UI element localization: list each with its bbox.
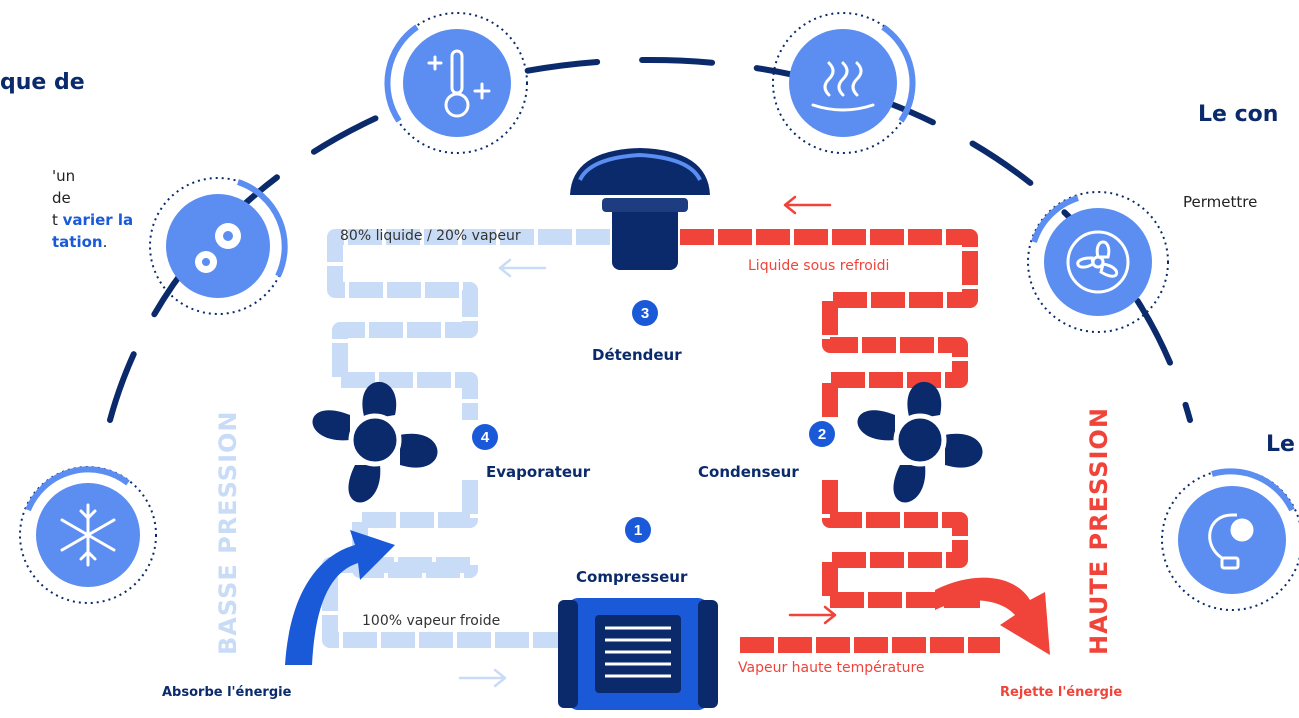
badge-3-number: 3	[641, 305, 649, 322]
heat-waves-icon	[811, 61, 875, 112]
gears-icon	[195, 223, 241, 273]
low-pressure-label: BASSE PRESSION	[214, 410, 242, 655]
icon-gears	[149, 177, 288, 315]
condenser-fan	[857, 381, 983, 503]
arrow-right-red	[788, 605, 837, 625]
badge-3	[632, 300, 658, 326]
step-1-name: Compresseur	[576, 568, 688, 586]
left-panel-body-line3-plain: t	[52, 211, 63, 229]
left-panel-body-line4-plain: .	[102, 233, 108, 251]
thermometer-snow-icon	[427, 49, 491, 118]
arrow-left-light	[498, 258, 547, 278]
label-top-right: Liquide sous refroidi	[748, 258, 890, 274]
absorb-arrow	[285, 530, 395, 665]
badge-4-number: 4	[481, 429, 490, 446]
icon-heat	[772, 12, 916, 154]
badge-2-number: 2	[818, 426, 826, 443]
fan-icon	[1066, 230, 1130, 294]
right-panel-body-line1: Permettre	[1183, 193, 1258, 211]
label-bottom-left: 100% vapeur froide	[362, 613, 501, 629]
icon-thermometer	[384, 12, 528, 154]
left-panel-body-line3: t varier la	[52, 210, 133, 230]
step-badges: 3 4 2 1	[472, 300, 835, 543]
left-panel-title: que de	[0, 70, 85, 95]
reject-label: Rejette l'énergie	[1000, 685, 1123, 700]
left-panel-body-line2: de	[52, 189, 71, 207]
label-top-left: 80% liquide / 20% vapeur	[340, 228, 521, 244]
reject-arrow	[935, 577, 1050, 655]
high-pressure-pipe	[680, 229, 1000, 653]
badge-1	[625, 517, 651, 543]
flow-arrows	[458, 195, 837, 688]
icon-snowflake	[19, 466, 157, 604]
step-4-name: Evaporateur	[486, 463, 591, 481]
left-panel-body-line4: tation.	[52, 232, 107, 252]
left-panel-body-line4-bold: tation	[52, 233, 103, 251]
evaporator-fan	[312, 381, 438, 503]
icon-fan	[1027, 191, 1169, 333]
expansion-valve	[570, 148, 710, 270]
high-pressure-label: HAUTE PRESSION	[1085, 407, 1113, 655]
absorb-label: Absorbe l'énergie	[162, 685, 292, 700]
label-bottom-right: Vapeur haute température	[738, 660, 925, 676]
arrow-right-light	[458, 668, 507, 688]
right-panel-title2: Le	[1266, 432, 1295, 457]
step-2-name: Condenseur	[698, 463, 799, 481]
step-3-name: Détendeur	[592, 346, 682, 364]
lightbulb-gear-icon	[1208, 513, 1254, 570]
left-panel-body-line1: 'un	[52, 167, 76, 185]
badge-1-number: 1	[634, 522, 642, 539]
arrow-left-red	[783, 195, 832, 215]
icon-lightbulb	[1161, 468, 1299, 611]
snowflake-icon	[60, 503, 116, 567]
left-panel-body-line3-bold: varier la	[62, 211, 134, 229]
right-panel-title: Le con	[1198, 102, 1279, 127]
badge-4	[472, 424, 498, 450]
badge-2	[809, 421, 835, 447]
compressor	[558, 598, 718, 710]
